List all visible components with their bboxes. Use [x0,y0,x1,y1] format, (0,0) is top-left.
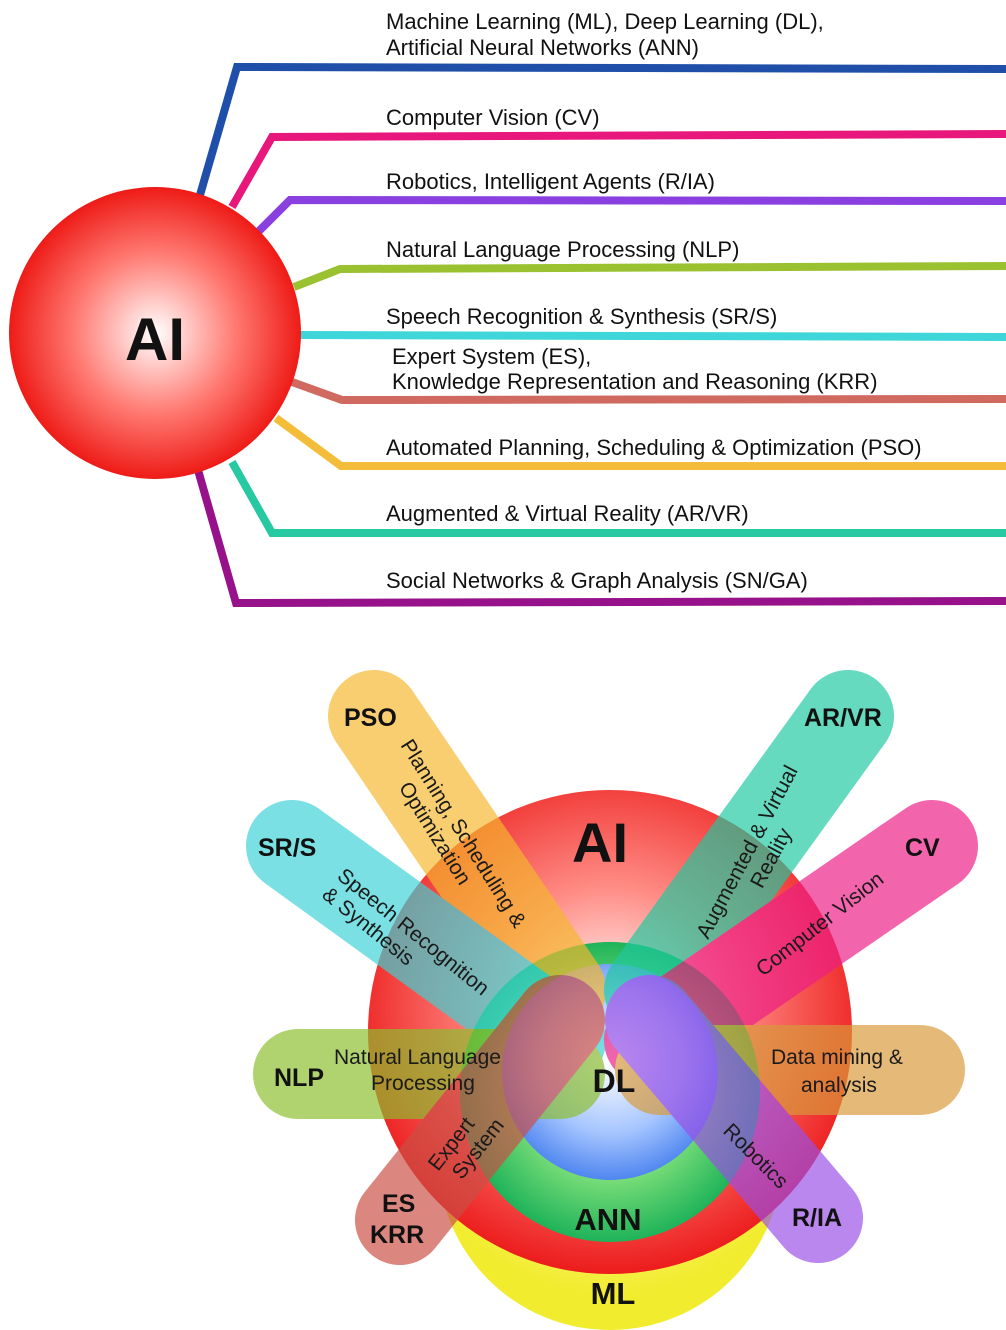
petal-abbr-srs: SR/S [258,834,316,862]
branch-diagram: AI Machine Learning (ML), Deep Learning … [9,9,1006,608]
petals [246,670,978,1265]
branch-label-nlp: Natural Language Processing (NLP) [386,237,739,262]
venn-diagram: AI DL ANN ML PSO AR/VR SR/S CV NLP ES KR… [246,670,978,1330]
branch-line-nlp [292,262,1006,291]
branch-label-srs: Speech Recognition & Synthesis (SR/S) [386,304,777,329]
petal-es-krr [355,975,605,1265]
branch-line-pso [273,414,1006,470]
petal-ria [605,975,863,1263]
branch-line-ml [196,62,1006,197]
venn-ai-label: AI [572,811,628,874]
venn-dl-label: DL [593,1063,636,1099]
branch-line-snga [194,468,1006,608]
petal-abbr-pso: PSO [344,704,397,732]
branch-label-es-krr: Expert System (ES), Knowledge Representa… [392,344,878,394]
ai-hub-label: AI [125,306,185,373]
branch-label-snga: Social Networks & Graph Analysis (SN/GA) [386,568,808,593]
petal-abbr-es-krr: ES KRR [370,1190,424,1249]
branch-line-es-krr [290,378,1006,405]
petal-arvr [604,670,894,1036]
branch-line-ria [255,195,1006,235]
branch-label-ria: Robotics, Intelligent Agents (R/IA) [386,169,715,194]
petal-abbr-arvr: AR/VR [804,704,882,732]
petal-desc-data-mining: Data mining & analysis [771,1046,909,1097]
branch-label-arvr: Augmented & Virtual Reality (AR/VR) [386,501,749,526]
branch-label-pso: Automated Planning, Scheduling & Optimiz… [386,435,922,460]
petal-abbr-ria: R/IA [792,1204,842,1232]
venn-ann-label: ANN [574,1202,641,1237]
branch-label-ml: Machine Learning (ML), Deep Learning (DL… [386,9,830,60]
ai-hub-circle [9,187,301,479]
branch-line-srs [299,331,1006,341]
branch-line-arvr [228,460,1006,537]
petal-abbr-cv: CV [905,834,940,862]
petal-desc-nlp: Natural Language Processing [334,1046,507,1095]
branch-lines [194,62,1006,608]
petal-pso [328,670,606,1036]
venn-ml-label: ML [591,1276,636,1311]
petal-abbr-nlp: NLP [274,1064,324,1092]
branch-line-cv [228,130,1006,209]
branch-label-cv: Computer Vision (CV) [386,105,600,130]
